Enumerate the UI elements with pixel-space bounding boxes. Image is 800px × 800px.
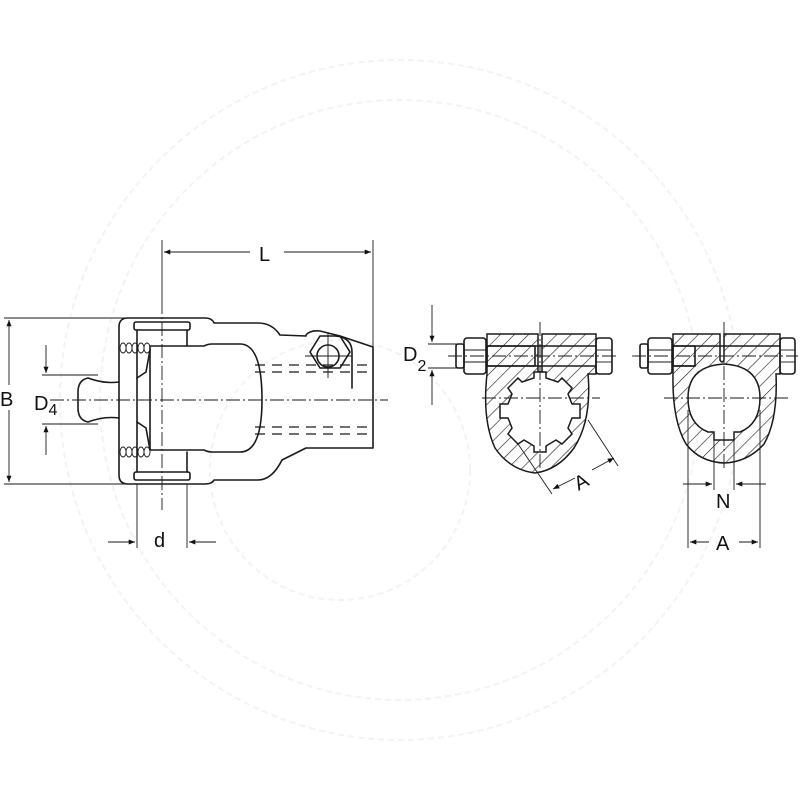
dimension-D4: D4	[34, 345, 98, 455]
yoke-side-view	[50, 300, 388, 510]
section-splined-bore	[448, 322, 618, 474]
label-A-keyway: A	[716, 533, 730, 555]
dimension-B: B	[0, 317, 128, 485]
dimension-D2: D2	[403, 305, 458, 405]
dimension-L: L	[161, 240, 374, 347]
label-N: N	[716, 491, 730, 513]
label-B: B	[0, 389, 13, 411]
section-keyway-bore	[632, 322, 798, 470]
label-A-spline: A	[570, 469, 593, 495]
label-L: L	[259, 244, 270, 266]
dimension-A-keyway: A	[687, 410, 761, 555]
label-D4: D4	[34, 393, 57, 419]
label-D2: D2	[403, 344, 426, 375]
label-d: d	[154, 530, 165, 552]
dimension-N: N	[683, 440, 766, 513]
dimension-d: d	[108, 484, 216, 552]
